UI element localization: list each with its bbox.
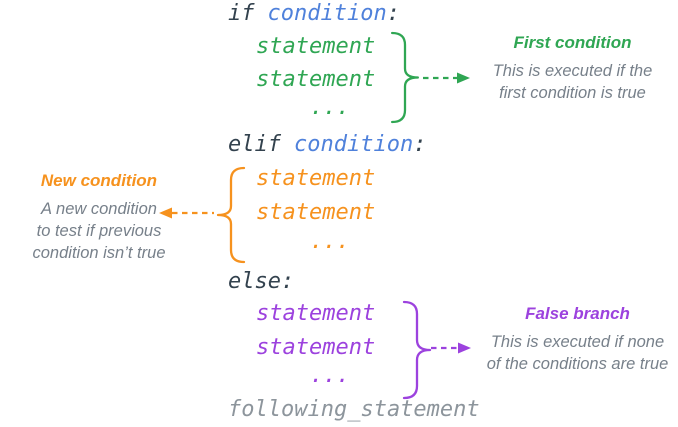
else-statement-1: statement [256,301,376,326]
annotation-false-branch-body: This is executed if none of the conditio… [486,333,669,373]
if-statement-1: statement [256,34,376,59]
code-line-if: if condition: [228,1,400,27]
code-line-else: else: [228,269,294,295]
annotation-new-condition: New condition A new condition to test if… [0,171,198,264]
if-ellipsis: ... [310,95,350,120]
annotation-first-condition-title: First condition [513,33,632,52]
elif-brace-icon [216,166,246,264]
keyword-else: else [228,269,281,294]
else-brace-icon [402,300,432,400]
annotation-first-condition: First condition This is executed if the … [470,33,675,104]
if-statement-2: statement [256,67,376,92]
code-line-elif: elif condition: [228,132,426,158]
elif-colon: : [413,132,427,157]
elif-statement-2: statement [256,200,376,225]
if-brace-icon [391,31,419,124]
elif-statement-1: statement [256,166,376,191]
else-arrow-right-icon [431,342,471,354]
annotation-new-condition-body: A new condition to test if previous cond… [32,200,166,262]
keyword-elif: elif [228,132,281,157]
else-ellipsis: ... [310,363,350,388]
elif-ellipsis: ... [310,229,350,254]
if-colon: : [386,1,400,26]
elif-arrow-left-icon [159,207,214,219]
else-colon: : [280,269,295,294]
else-statement-2: statement [256,335,376,360]
following-statement: following_statement [228,397,480,422]
annotation-first-condition-body: This is executed if the first condition … [492,62,653,102]
if-arrow-right-icon [423,72,470,84]
annotation-false-branch-title: False branch [525,304,630,323]
if-condition: condition [267,1,387,26]
keyword-if: if [228,1,255,26]
elif-condition: condition [293,132,414,157]
annotation-false-branch: False branch This is executed if none of… [477,304,678,375]
annotation-new-condition-title: New condition [40,171,158,190]
